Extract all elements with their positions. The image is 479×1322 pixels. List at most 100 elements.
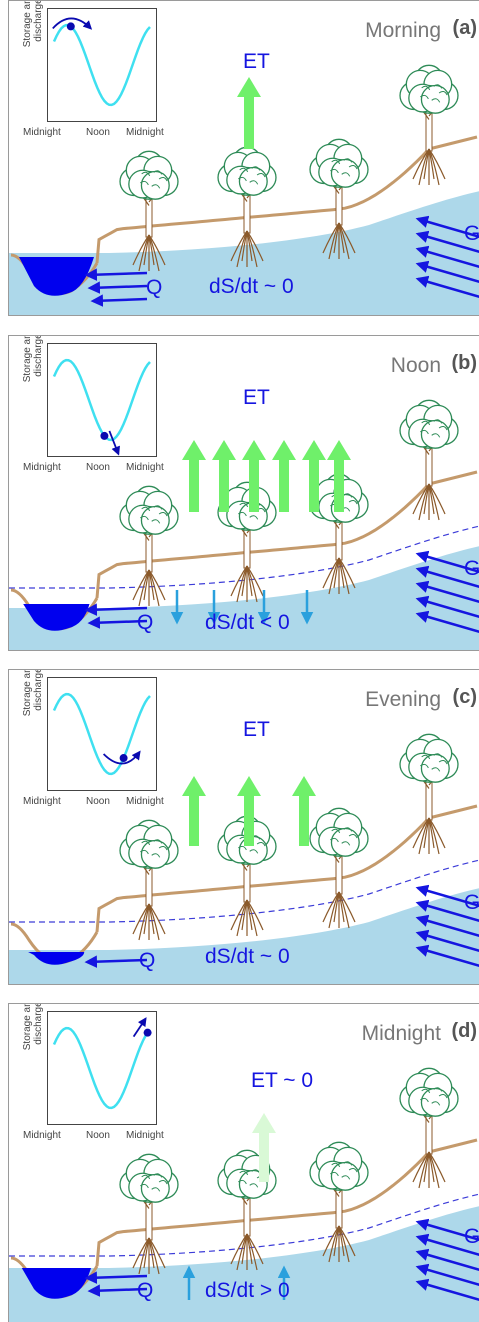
et-arrow [252, 1113, 276, 1182]
time-direction-arrow [108, 430, 120, 456]
inset-x-tick-label: Midnight [23, 1130, 61, 1141]
tree-icon [399, 64, 459, 186]
tree-icon [309, 807, 369, 929]
time-direction-arrow [52, 17, 93, 30]
et-arrow [182, 776, 206, 846]
inset-ylabel-line2: discharge [33, 669, 44, 711]
time-of-day-label: Noon [390, 354, 441, 377]
panel-letter: (d) [451, 1020, 477, 1042]
hillslope-diagram [9, 733, 479, 984]
hillslope-diagram [9, 399, 479, 650]
inset-ylabel-line1: Storage and [22, 0, 33, 48]
groundwater-inflow-arrow [415, 215, 479, 239]
et-arrow [237, 776, 261, 846]
storage-change-label: dS/dt ~ 0 [209, 275, 294, 298]
inset-ylabel-line1: Storage and [22, 1003, 33, 1051]
et-arrow [327, 440, 351, 512]
et-label: ET [243, 718, 270, 741]
hillslope-diagram [9, 1067, 479, 1322]
groundwater-inflow-arrow [415, 595, 479, 619]
current-time-marker [66, 22, 75, 31]
time-of-day-label: Midnight [361, 1022, 441, 1045]
discharge-label: Q [137, 611, 154, 634]
groundwater-inflow-label: G [464, 557, 479, 580]
tree-icon [119, 819, 179, 941]
inset-x-tick-label: Midnight [126, 796, 164, 807]
discharge-arrow [87, 281, 148, 294]
et-arrow [302, 440, 326, 512]
groundwater-inflow-arrow [415, 1233, 479, 1257]
inset-x-tick-label: Midnight [23, 796, 61, 807]
groundwater-inflow-arrow [415, 899, 479, 923]
ground-surface-line [95, 804, 478, 933]
time-direction-arrow [102, 750, 141, 765]
inset-x-tick-label: Midnight [23, 127, 61, 138]
inset-ylabel-line1: Storage and [22, 335, 33, 383]
et-arrow [292, 776, 316, 846]
ground-surface-line [95, 1138, 478, 1267]
inset-ylabel-line2: discharge [33, 0, 44, 42]
inset-ylabel-line2: discharge [33, 335, 44, 377]
inset-ylabel-line1: Storage and [22, 669, 33, 717]
storage-curve [52, 358, 151, 442]
inset-x-tick-label: Noon [86, 1130, 110, 1141]
storage-change-label: dS/dt > 0 [205, 1279, 290, 1302]
previous-water-table-line [9, 859, 479, 923]
groundwater-inflow-arrow [415, 1278, 479, 1302]
groundwater-zone [9, 546, 479, 650]
groundwater-inflow-arrow [415, 275, 479, 299]
stream-water [28, 952, 85, 965]
et-label: ET [243, 50, 270, 73]
groundwater-zone [9, 888, 479, 984]
stream-water [19, 257, 94, 296]
et-arrow [242, 440, 266, 512]
groundwater-inflow-arrow [415, 565, 479, 589]
storage-curve [52, 692, 151, 776]
groundwater-inflow-arrow [415, 245, 479, 269]
groundwater-inflow-label: G [464, 891, 479, 914]
inset-x-tick-label: Midnight [23, 462, 61, 473]
time-of-day-label: Morning [365, 19, 441, 42]
groundwater-inflow-arrow [415, 1263, 479, 1287]
tree-icon [119, 485, 179, 607]
groundwater-inflow-label: G [464, 1225, 479, 1248]
groundwater-inflow-arrow [415, 550, 479, 574]
inset-x-tick-label: Noon [86, 796, 110, 807]
previous-water-table-line [9, 1193, 479, 1257]
groundwater-inflow-arrow [415, 929, 479, 953]
inset-x-tick-label: Midnight [126, 1130, 164, 1141]
groundwater-inflow-arrow [415, 944, 479, 968]
et-arrow [237, 77, 261, 149]
tree-icon [309, 1141, 369, 1263]
storage-curve [52, 23, 151, 107]
groundwater-inflow-arrow [415, 580, 479, 604]
hillslope-diagram [9, 64, 479, 315]
groundwater-inflow-arrow [415, 230, 479, 254]
ground-surface-line [95, 470, 478, 599]
discharge-arrow [84, 268, 148, 281]
tree-icon [119, 150, 179, 272]
discharge-label: Q [137, 1279, 154, 1302]
discharge-arrow [90, 294, 148, 307]
discharge-arrow [84, 1271, 148, 1284]
storage-change-label: dS/dt < 0 [205, 611, 290, 634]
groundwater-inflow-arrow [415, 1218, 479, 1242]
inset-ylabel-line2: discharge [33, 1003, 44, 1045]
storage-curve [52, 1026, 151, 1110]
inset-x-tick-label: Noon [86, 127, 110, 138]
tree-icon [399, 1067, 459, 1189]
tree-icon [217, 146, 277, 268]
groundwater-inflow-arrow [415, 884, 479, 908]
et-label: ET ~ 0 [251, 1069, 314, 1092]
panel-letter: (a) [452, 17, 477, 39]
inset-x-tick-label: Noon [86, 462, 110, 473]
et-arrow [212, 440, 236, 512]
groundwater-zone [9, 191, 479, 315]
